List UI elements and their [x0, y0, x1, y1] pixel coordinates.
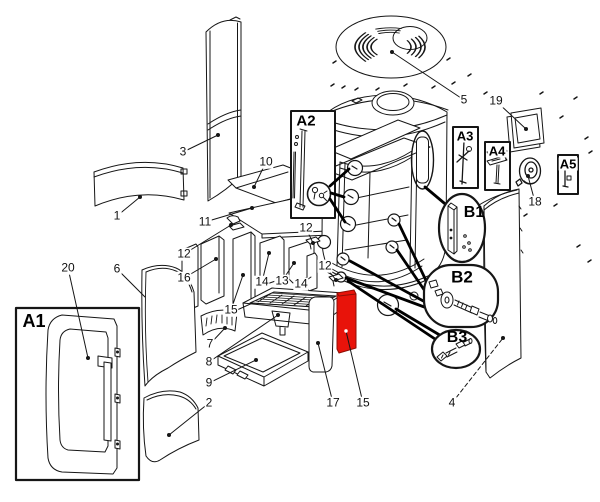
leader-dot: [344, 329, 348, 333]
leader-dot: [254, 358, 258, 362]
top-plate-part-5: [335, 15, 447, 79]
leader-dot: [252, 185, 256, 189]
leader-dot: [526, 174, 530, 178]
leader-dot: [241, 273, 245, 277]
base-tray-part-9: [217, 332, 309, 387]
rear-top-panel-part-3: [205, 16, 242, 202]
leader-line: [451, 337, 504, 404]
leader-dot: [390, 50, 394, 54]
leader-line: [208, 359, 257, 384]
front-apron-part-1: [93, 161, 188, 207]
highlighted-panel-part-15: [336, 289, 357, 354]
leader-line: [183, 224, 232, 255]
leader-line: [182, 134, 219, 153]
leader-dot: [311, 241, 315, 245]
leader-dot: [250, 206, 254, 210]
leader-dot: [138, 195, 142, 199]
leader-dot: [316, 341, 320, 345]
leader-dot: [501, 336, 505, 340]
leader-dot: [276, 313, 280, 317]
curved-panel-part-2: [142, 390, 200, 463]
leader-line: [204, 207, 253, 223]
flue-collar-part-18: [515, 157, 542, 187]
leader-dot: [229, 223, 233, 227]
curved-panel-part-6: [141, 264, 197, 387]
callout-b2: [422, 263, 500, 329]
callout-box-a2: [290, 110, 336, 219]
callout-b3: [430, 328, 482, 370]
callout-box-a5: [557, 154, 579, 195]
leader-line: [391, 51, 465, 101]
callout-fan-lines: [328, 167, 452, 343]
leader-dot: [167, 433, 171, 437]
callout-box-a3: [452, 126, 479, 189]
leader-dot: [216, 133, 220, 137]
leader-line: [345, 330, 364, 404]
callout-box-a1: [14, 306, 141, 482]
leader-dot: [524, 127, 528, 131]
leader-dot: [267, 251, 271, 255]
leader-dot: [214, 257, 218, 261]
leader-dot: [223, 326, 227, 330]
leader-dot: [334, 278, 338, 282]
vent-strip-part-7: [200, 309, 238, 336]
leader-line: [168, 402, 210, 436]
side-panel-part-17: [308, 296, 335, 373]
leader-line: [116, 196, 141, 217]
leader-line: [67, 267, 89, 359]
leader-dot: [292, 261, 296, 265]
leader-line: [116, 268, 146, 298]
callout-box-a4: [484, 141, 511, 191]
leader-line: [208, 314, 279, 363]
leader-dot: [86, 356, 90, 360]
firebrick-set: [181, 231, 344, 313]
leader-line: [317, 342, 334, 404]
leader-lines-layer: [67, 50, 536, 437]
stove-body: [316, 90, 449, 317]
callout-b1: [437, 192, 487, 264]
